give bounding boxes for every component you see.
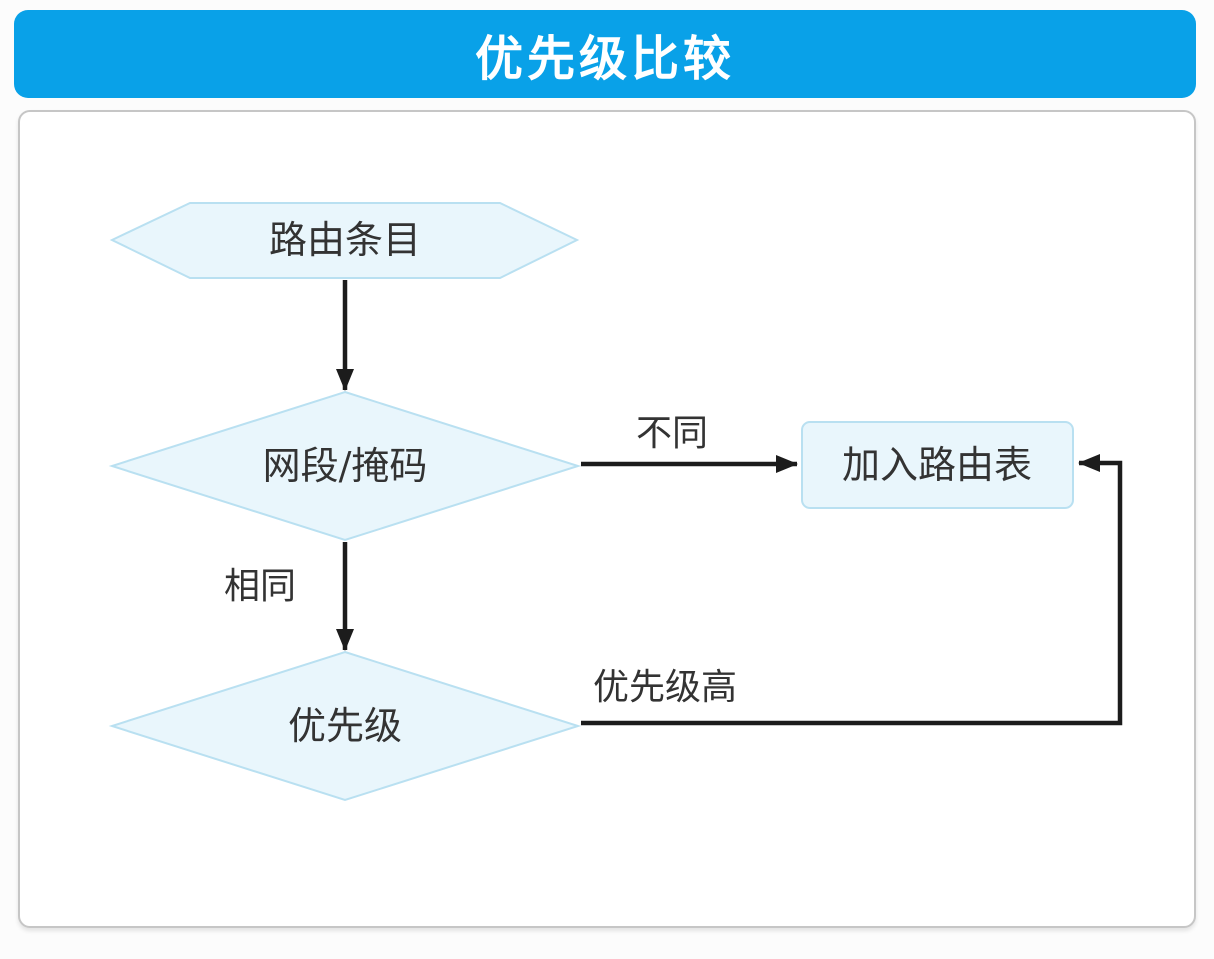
title-bar: 优先级比较: [14, 10, 1196, 98]
page-title: 优先级比较: [474, 31, 735, 87]
flowchart-panel: [18, 110, 1196, 928]
